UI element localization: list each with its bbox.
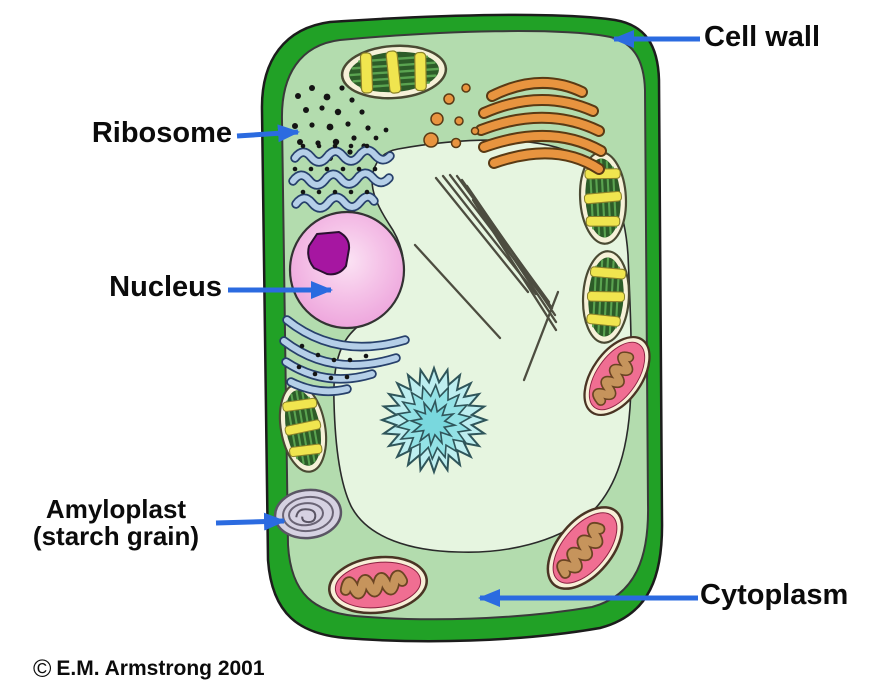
copyright-text: ©E.M. Armstrong 2001 [33,655,265,684]
amyloplast-label-line1: Amyloplast [45,494,187,524]
golgi-vesicles [423,83,480,149]
cytoplasm-label: Cytoplasm [700,579,849,611]
copyright-symbol-icon: © [33,655,52,683]
rough-er-upper [293,143,390,208]
nucleus-label: Nucleus [109,271,222,303]
ribosome-arrow [236,124,300,143]
nucleus-shape [288,210,406,330]
amyloplast-label: Amyloplast (starch grain) [2,496,230,550]
raphide-needle [413,243,502,340]
amyloplast-label-line2: (starch grain) [32,521,200,551]
copyright-author: E.M. Armstrong 2001 [56,657,265,680]
rough-er-lower [284,320,405,391]
amyloplast-arrow [215,512,286,531]
golgi-apparatus [423,83,601,169]
raphide-needle [522,290,560,382]
cell-wall-label: Cell wall [704,21,821,53]
druse-crystal [378,364,490,476]
raphide-needle-bundle [434,173,558,332]
ribosome-label: Ribosome [91,117,232,149]
nucleolus [307,231,351,276]
